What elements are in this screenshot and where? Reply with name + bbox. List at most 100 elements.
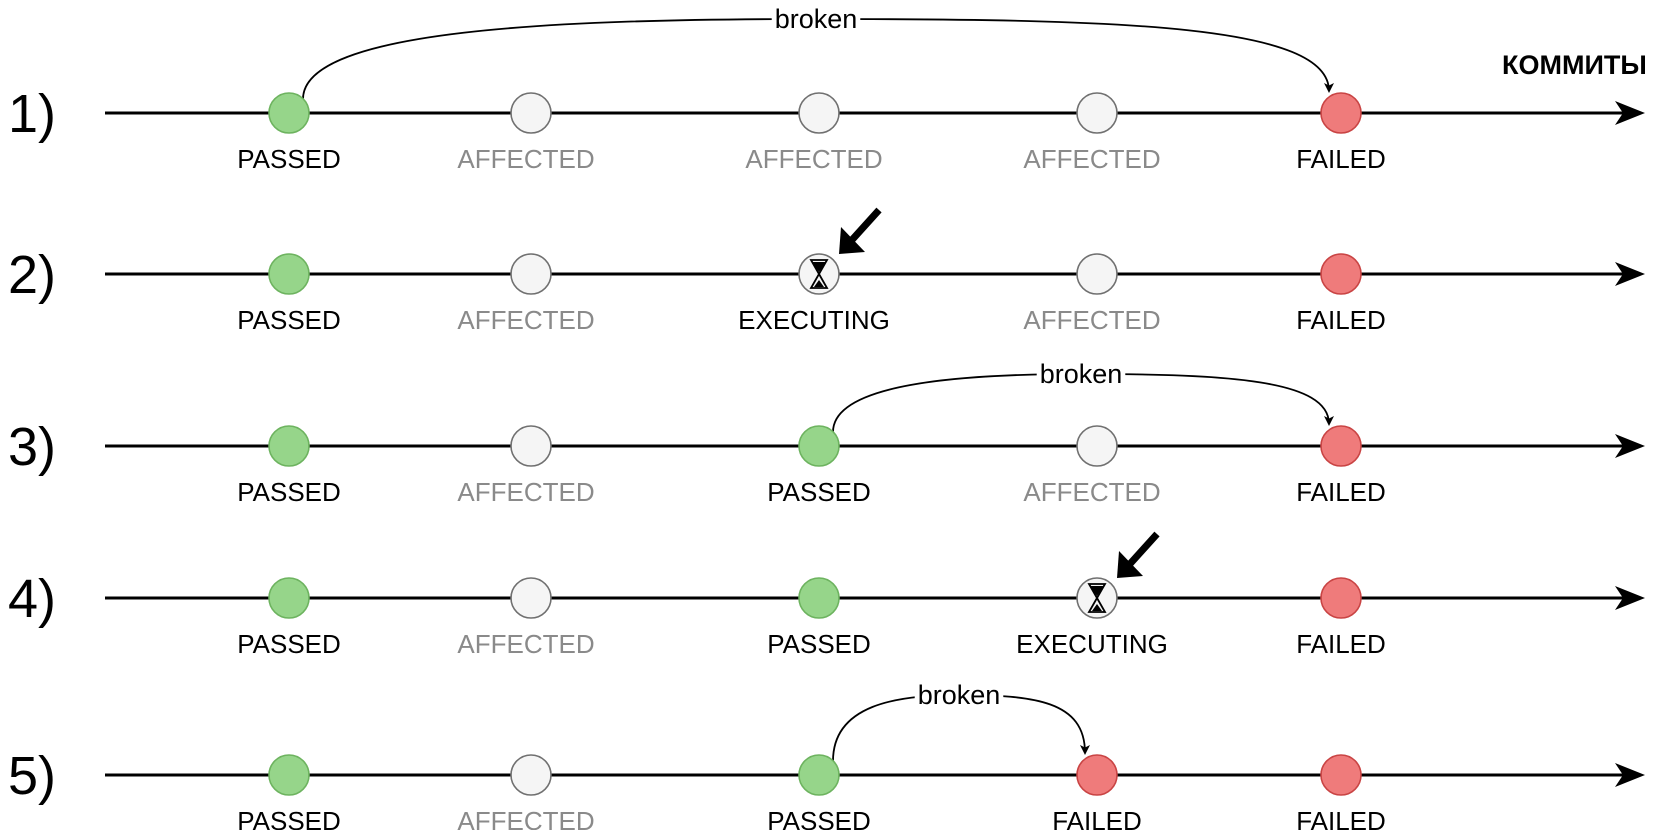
- commit-status-label: PASSED: [237, 144, 341, 174]
- commit-node-circle: [798, 577, 840, 619]
- commit-status-label: AFFECTED: [1023, 477, 1160, 507]
- commit-node-circle: [1320, 253, 1362, 295]
- row-number-label: 3): [8, 417, 56, 477]
- commit-node-failed: FAILED: [1296, 577, 1386, 659]
- row-number-label: 5): [8, 746, 56, 806]
- commit-status-label: FAILED: [1296, 144, 1386, 174]
- timeline-arrowhead-icon: [1615, 101, 1645, 125]
- commit-node-circle: [510, 577, 552, 619]
- commit-node-passed: PASSED: [237, 577, 341, 659]
- broken-edge-label: broken: [775, 4, 858, 34]
- timeline-arrowhead-icon: [1615, 763, 1645, 787]
- commit-status-label: EXECUTING: [1016, 629, 1168, 659]
- commit-node-circle: [510, 92, 552, 134]
- commit-node-executing: EXECUTING: [1016, 577, 1168, 659]
- commit-node-circle: [1320, 425, 1362, 467]
- commit-node-affected: AFFECTED: [1023, 92, 1161, 174]
- commit-node-circle: [1076, 253, 1118, 295]
- commit-status-label: AFFECTED: [457, 806, 594, 830]
- commit-node-failed: FAILED: [1296, 754, 1386, 830]
- commit-status-label: PASSED: [767, 477, 871, 507]
- row-number-label: 4): [8, 569, 56, 629]
- commit-node-circle: [1320, 754, 1362, 796]
- timeline-arrowhead-icon: [1615, 586, 1645, 610]
- commit-status-label: PASSED: [767, 629, 871, 659]
- commit-node-circle: [510, 253, 552, 295]
- commit-status-label: FAILED: [1296, 806, 1386, 830]
- commit-node-circle: [268, 754, 310, 796]
- pointer-arrow-shaft: [1126, 531, 1160, 568]
- commit-status-label: PASSED: [237, 477, 341, 507]
- hourglass-sand-icon: [1090, 586, 1104, 596]
- commit-node-affected: AFFECTED: [1023, 253, 1161, 335]
- edge-label-backing: [914, 682, 1004, 708]
- commit-node-passed: PASSED: [767, 425, 871, 507]
- hourglass-sand-bottom-icon: [814, 280, 824, 287]
- commit-node-affected: AFFECTED: [457, 577, 595, 659]
- commit-status-label: AFFECTED: [1023, 144, 1160, 174]
- commit-node-passed: PASSED: [237, 253, 341, 335]
- commit-status-label: AFFECTED: [457, 305, 594, 335]
- broken-edge-label: broken: [1040, 359, 1123, 389]
- commit-node-affected: AFFECTED: [745, 92, 883, 174]
- commit-node-circle: [268, 425, 310, 467]
- commit-node-affected: AFFECTED: [457, 253, 595, 335]
- commit-node-circle: [1320, 92, 1362, 134]
- pointer-arrow-shaft: [848, 207, 882, 244]
- commit-node-failed: FAILED: [1296, 425, 1386, 507]
- commit-node-failed: FAILED: [1296, 92, 1386, 174]
- timeline-row: 4) PASSED AFFECTED PASSED EXECUTING FAILED: [8, 531, 1645, 659]
- commit-status-label: PASSED: [237, 305, 341, 335]
- hourglass-icon: [1087, 583, 1107, 613]
- commit-node-affected: AFFECTED: [457, 754, 595, 830]
- commit-status-label: FAILED: [1052, 806, 1142, 830]
- commit-status-label: FAILED: [1296, 305, 1386, 335]
- commit-node-failed: FAILED: [1052, 754, 1142, 830]
- commit-node-circle: [268, 92, 310, 134]
- pointer-arrow-icon: [839, 227, 865, 254]
- commit-status-label: PASSED: [767, 806, 871, 830]
- commit-status-label: PASSED: [237, 629, 341, 659]
- commit-status-label: AFFECTED: [457, 477, 594, 507]
- commit-status-label: AFFECTED: [457, 629, 594, 659]
- commit-status-label: AFFECTED: [457, 144, 594, 174]
- broken-edge-label: broken: [918, 680, 1001, 710]
- row-number-label: 1): [8, 84, 56, 144]
- commit-node-passed: PASSED: [237, 754, 341, 830]
- commit-node-affected: AFFECTED: [1023, 425, 1161, 507]
- commit-status-label: EXECUTING: [738, 305, 890, 335]
- timeline-arrowhead-icon: [1615, 434, 1645, 458]
- commit-node-passed: PASSED: [237, 425, 341, 507]
- commit-node-circle: [1076, 425, 1118, 467]
- commit-node-executing: EXECUTING: [738, 253, 890, 335]
- commit-status-label: PASSED: [237, 806, 341, 830]
- commit-node-circle: [798, 754, 840, 796]
- timeline-row: 2) PASSED AFFECTED EXECUTING AFFECTED FAILED: [8, 207, 1645, 335]
- pointer-arrow-icon: [1117, 551, 1143, 578]
- commit-node-passed: PASSED: [767, 577, 871, 659]
- commit-node-failed: FAILED: [1296, 253, 1386, 335]
- commit-node-circle: [510, 425, 552, 467]
- commit-node-circle: [268, 253, 310, 295]
- commit-node-affected: AFFECTED: [457, 425, 595, 507]
- commit-node-circle: [510, 754, 552, 796]
- commit-node-affected: AFFECTED: [457, 92, 595, 174]
- commit-status-label: AFFECTED: [1023, 305, 1160, 335]
- commit-node-circle: [1076, 754, 1118, 796]
- commit-status-label: FAILED: [1296, 477, 1386, 507]
- commit-node-passed: PASSED: [767, 754, 871, 830]
- edge-label-backing: [771, 6, 861, 32]
- commit-node-circle: [798, 92, 840, 134]
- hourglass-sand-icon: [812, 262, 826, 272]
- commit-node-circle: [1320, 577, 1362, 619]
- commit-status-label: AFFECTED: [745, 144, 882, 174]
- timeline-arrowhead-icon: [1615, 262, 1645, 286]
- row-number-label: 2): [8, 245, 56, 305]
- commit-status-label: FAILED: [1296, 629, 1386, 659]
- commit-node-circle: [1076, 92, 1118, 134]
- hourglass-icon: [809, 259, 829, 289]
